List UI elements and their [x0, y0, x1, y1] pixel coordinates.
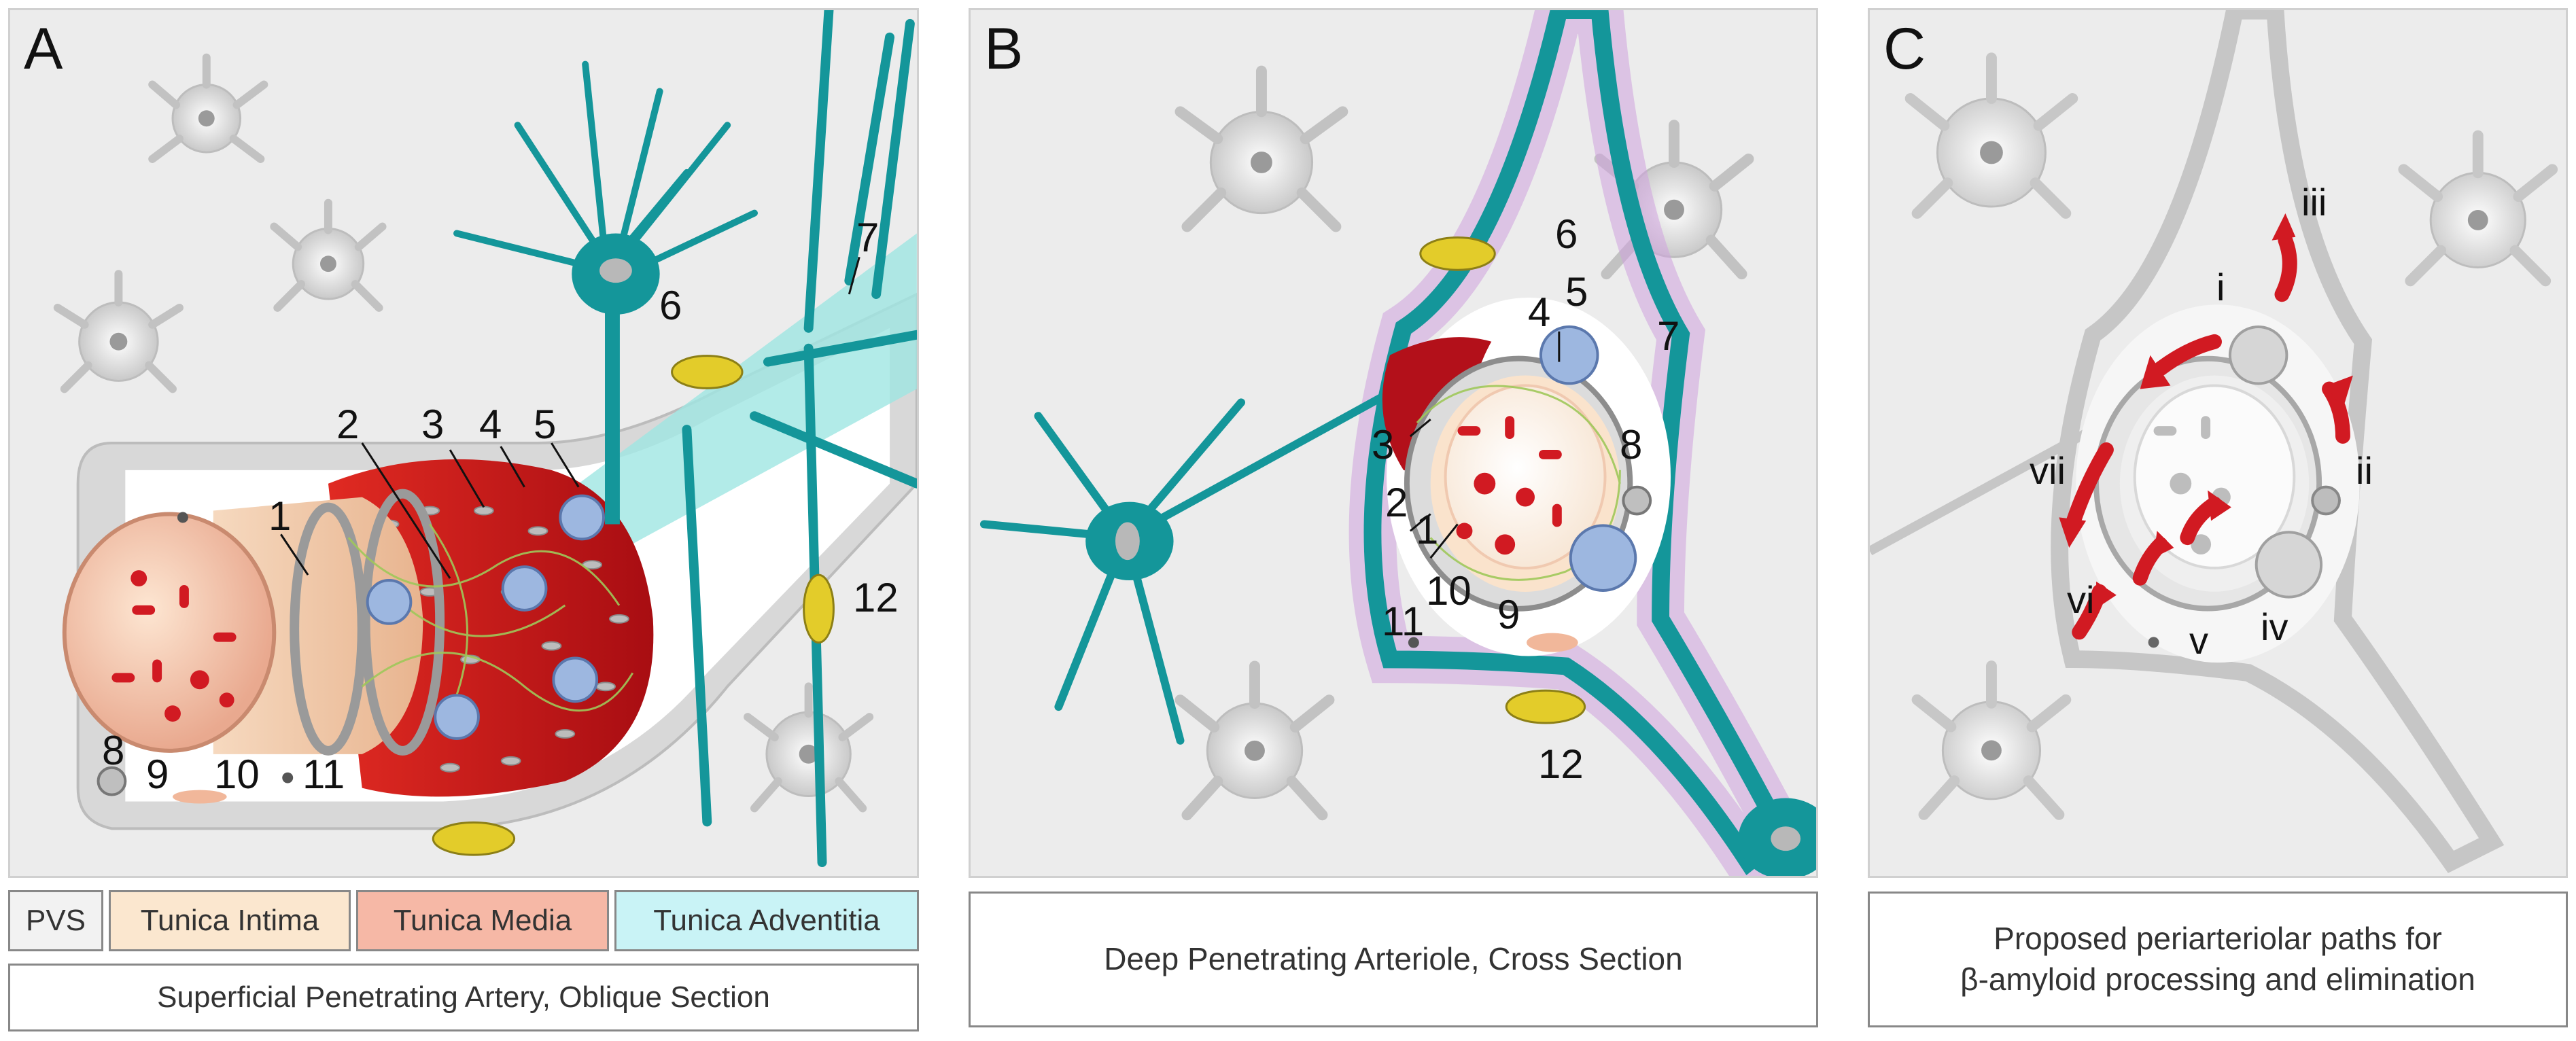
panel-b-illustration [979, 10, 1816, 876]
panel-letter: C [1883, 16, 1926, 82]
label-4: 4 [479, 402, 502, 447]
label-5: 5 [534, 402, 557, 447]
label-10: 10 [1426, 568, 1472, 614]
astrocyte-endfeet [2051, 10, 2505, 873]
label-1: 1 [268, 493, 292, 539]
astrocyte-endfeet [682, 10, 917, 868]
label-12: 12 [853, 575, 899, 620]
label-2: 2 [336, 402, 360, 447]
astrocyte-icon [453, 60, 758, 525]
label-3: 3 [421, 402, 445, 447]
legend-pvs: PVS [8, 890, 103, 951]
legend-tunica-adventitia: Tunica Adventitia [614, 890, 919, 951]
panel-c-illustration [1870, 10, 2558, 873]
arrowhead-icon [2059, 213, 2353, 609]
tunica-adventitia [578, 233, 917, 552]
red-blood-cells [1456, 416, 1562, 555]
path-label-vi: vi [2067, 578, 2095, 621]
label-11: 11 [1382, 599, 1425, 644]
caption-c: Proposed periarteriolar paths for β-amyl… [1868, 892, 2568, 1027]
red-blood-cells [111, 570, 237, 722]
microglia-icon [1419, 236, 1586, 724]
label-6: 6 [1555, 211, 1578, 257]
label-3: 3 [1372, 422, 1395, 467]
path-label-iii: iii [2301, 181, 2327, 224]
label-6: 6 [659, 283, 682, 328]
label-2: 2 [1385, 480, 1408, 525]
legend-tunica-intima: Tunica Intima [109, 890, 351, 951]
astrocyte-icon [979, 385, 1401, 745]
arterial-lumen [62, 512, 277, 753]
label-7: 7 [856, 215, 880, 260]
panel-letter: B [984, 16, 1024, 82]
caption-a: Superficial Penetrating Artery, Oblique … [8, 964, 919, 1031]
label-9: 9 [1497, 592, 1520, 637]
path-label-iv: iv [2261, 605, 2288, 648]
label-4: 4 [1528, 289, 1551, 335]
label-11: 11 [302, 752, 345, 797]
label-10: 10 [214, 752, 260, 797]
label-7: 7 [1657, 313, 1680, 359]
caption-c-line1: Proposed periarteriolar paths for [1994, 921, 2442, 957]
label-8: 8 [102, 728, 125, 773]
tunica-media [328, 459, 654, 797]
caption-c-line2: β-amyloid processing and elimination [1960, 961, 2475, 997]
panel-letter: A [24, 16, 63, 82]
label-9: 9 [146, 752, 169, 797]
label-12: 12 [1538, 741, 1584, 787]
panel-c: C i ii iii iv v vi vii [1868, 8, 2568, 878]
caption-b: Deep Penetrating Arteriole, Cross Sectio… [969, 892, 1818, 1027]
pericyte-icon [366, 494, 606, 740]
legend-tunica-media: Tunica Media [356, 890, 609, 951]
panel-a: A 1 2 3 4 5 6 7 8 9 10 11 12 [8, 8, 919, 878]
path-label-v: v [2189, 619, 2208, 662]
path-label-ii: ii [2356, 449, 2373, 492]
label-8: 8 [1620, 422, 1643, 467]
microglia-icon [432, 355, 835, 856]
arterial-lumen [1444, 384, 1607, 570]
astrocyte-endfeet [1363, 10, 1794, 876]
panel-a-illustration [53, 10, 917, 868]
label-1: 1 [1416, 507, 1439, 552]
pericyte-icon [1539, 325, 1637, 592]
panel-b: B 1 2 3 4 5 6 7 8 9 10 11 12 [969, 8, 1818, 878]
path-label-vii: vii [2030, 449, 2066, 492]
path-label-i: i [2216, 266, 2225, 308]
label-5: 5 [1565, 269, 1588, 315]
